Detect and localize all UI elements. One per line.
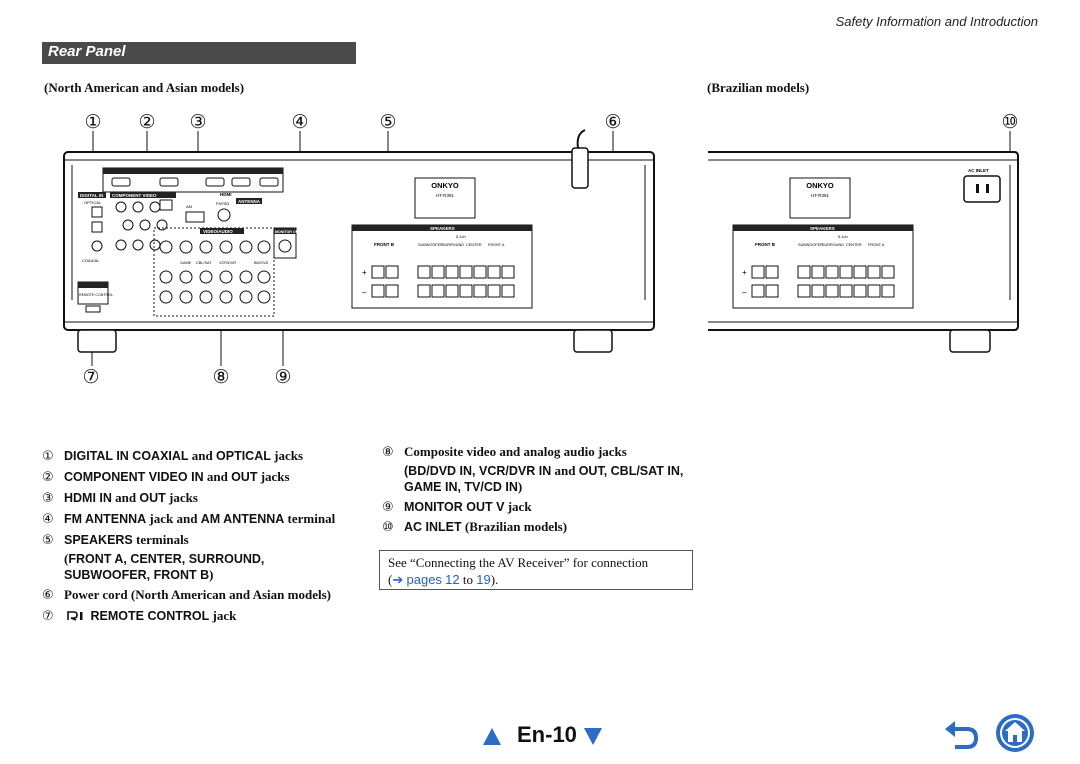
legend-item-5-detail-1: (FRONT A, CENTER, SURROUND,	[64, 551, 265, 566]
svg-text:–: –	[742, 288, 747, 297]
callout-1: ①	[84, 111, 102, 133]
svg-text:CBL/SAT: CBL/SAT	[196, 261, 212, 265]
svg-text:CENTER: CENTER	[466, 243, 482, 247]
svg-text:SURROUND: SURROUND	[442, 243, 464, 247]
svg-text:–: –	[362, 288, 367, 297]
svg-text:CENTER: CENTER	[846, 243, 862, 247]
svg-text:FM75Ω: FM75Ω	[216, 201, 229, 206]
svg-text:AC INLET: AC INLET	[968, 168, 989, 173]
svg-text:SPEAKERS: SPEAKERS	[810, 226, 835, 231]
callout-4: ④	[291, 111, 309, 133]
callout-10: ⑩	[1001, 111, 1019, 133]
note-pages: (➔ pages 12 to 19).	[388, 572, 499, 587]
page-12-link[interactable]: 12	[445, 572, 460, 587]
svg-text:HT-R391: HT-R391	[436, 193, 455, 198]
svg-text:FRONT A: FRONT A	[868, 243, 885, 247]
svg-text:SUBWOOFER: SUBWOOFER	[418, 243, 443, 247]
model-label-right-text: Brazilian models	[711, 80, 805, 95]
svg-text:DIGITAL IN: DIGITAL IN	[80, 193, 103, 198]
legend-item-8-detail-2: GAME IN, TV/CD IN)	[404, 479, 523, 494]
svg-text:SPEAKERS: SPEAKERS	[430, 226, 455, 231]
callout-9: ⑨	[274, 366, 292, 388]
remote-control-ri-icon	[67, 611, 83, 621]
svg-text:SURROUND: SURROUND	[822, 243, 844, 247]
svg-text:BD/DVD: BD/DVD	[254, 261, 269, 265]
svg-text:HDMI: HDMI	[220, 192, 232, 197]
model-label-left-text: North American and Asian models	[48, 80, 240, 95]
model-label-right: (Brazilian models)	[707, 80, 810, 95]
page-19-link[interactable]: 19	[476, 572, 491, 587]
remote-control-section: REMOTE CONTROL	[77, 281, 113, 313]
brand-plate-brazil: ONKYO HT-R391	[789, 177, 851, 219]
svg-text:GAME: GAME	[180, 261, 192, 265]
speakers-section-main: SPEAKERS 5.1ch FRONT B SUBWOOFER SURROUN…	[351, 224, 533, 309]
note-text: See “Connecting the AV Receiver” for con…	[388, 555, 649, 570]
next-page-icon[interactable]	[583, 726, 603, 746]
svg-text:AM: AM	[186, 204, 192, 209]
svg-text:HT-R391: HT-R391	[811, 193, 830, 198]
svg-text:ONKYO: ONKYO	[431, 181, 459, 190]
model-label-left: (North American and Asian models)	[44, 80, 245, 95]
hdmi-section: HDMI	[102, 167, 284, 197]
svg-text:COAXIAL: COAXIAL	[82, 258, 100, 263]
svg-text:COMPONENT VIDEO: COMPONENT VIDEO	[112, 193, 157, 198]
rear-panel-diagram: HDMI DIGITAL IN OPTICAL COAXIAL COMPONEN…	[63, 129, 1019, 366]
svg-text:+: +	[742, 268, 747, 277]
home-icon[interactable]	[995, 713, 1035, 753]
callout-8: ⑧	[212, 366, 230, 388]
digital-in-section: DIGITAL IN OPTICAL COAXIAL	[78, 192, 106, 263]
callout-5: ⑤	[379, 111, 397, 133]
section-title-bar: Rear Panel	[42, 42, 356, 64]
antenna-section: ANTENNA AM FM75Ω	[185, 198, 262, 223]
svg-text:FRONT B: FRONT B	[374, 242, 395, 247]
svg-text:VCR/DVR: VCR/DVR	[219, 261, 236, 265]
note-arrow-icon: ➔	[392, 572, 404, 587]
section-title: Rear Panel	[48, 43, 126, 60]
legend-item-5-detail-2: SUBWOOFER, FRONT B)	[64, 567, 214, 582]
pages-link[interactable]: pages	[406, 572, 442, 587]
note-box: See “Connecting the AV Receiver” for con…	[379, 550, 693, 590]
callout-7: ⑦	[82, 366, 100, 388]
prev-page-icon[interactable]	[482, 726, 502, 746]
legend-item-8-detail-1: (BD/DVD IN, VCR/DVR IN and OUT, CBL/SAT …	[404, 463, 684, 478]
page-number: En-10	[517, 722, 577, 747]
callout-2: ②	[138, 111, 156, 133]
callout-6: ⑥	[604, 111, 622, 133]
svg-text:ONKYO: ONKYO	[806, 181, 834, 190]
svg-text:+: +	[362, 268, 367, 277]
svg-text:VIDEO/AUDIO: VIDEO/AUDIO	[203, 229, 233, 234]
ac-inlet: AC INLET	[963, 168, 1001, 203]
video-audio-section: VIDEO/AUDIO GAME CBL/SAT VCR/DVR BD/DVD	[153, 227, 275, 317]
header-title: Safety Information and Introduction	[835, 14, 1038, 29]
svg-text:OPTICAL: OPTICAL	[84, 200, 102, 205]
svg-text:FRONT B: FRONT B	[755, 242, 776, 247]
svg-text:ANTENNA: ANTENNA	[238, 199, 261, 204]
svg-text:5.1ch: 5.1ch	[456, 234, 466, 239]
svg-text:5.1ch: 5.1ch	[838, 234, 848, 239]
brand-plate-main: ONKYO HT-R391	[414, 177, 476, 219]
svg-text:REMOTE CONTROL: REMOTE CONTROL	[79, 293, 113, 297]
svg-text:MONITOR OUT: MONITOR OUT	[275, 230, 301, 234]
callout-3: ③	[189, 111, 207, 133]
monitor-out-section: MONITOR OUT	[273, 227, 301, 259]
back-icon[interactable]	[943, 719, 981, 751]
legend-item-7: ⑦ REMOTE CONTROL jack	[42, 608, 237, 624]
svg-text:SUBWOOFER: SUBWOOFER	[798, 243, 823, 247]
svg-text:FRONT A: FRONT A	[488, 243, 505, 247]
speakers-section-brazil: SPEAKERS 5.1ch FRONT B SUBWOOFER SURROUN…	[732, 224, 914, 309]
